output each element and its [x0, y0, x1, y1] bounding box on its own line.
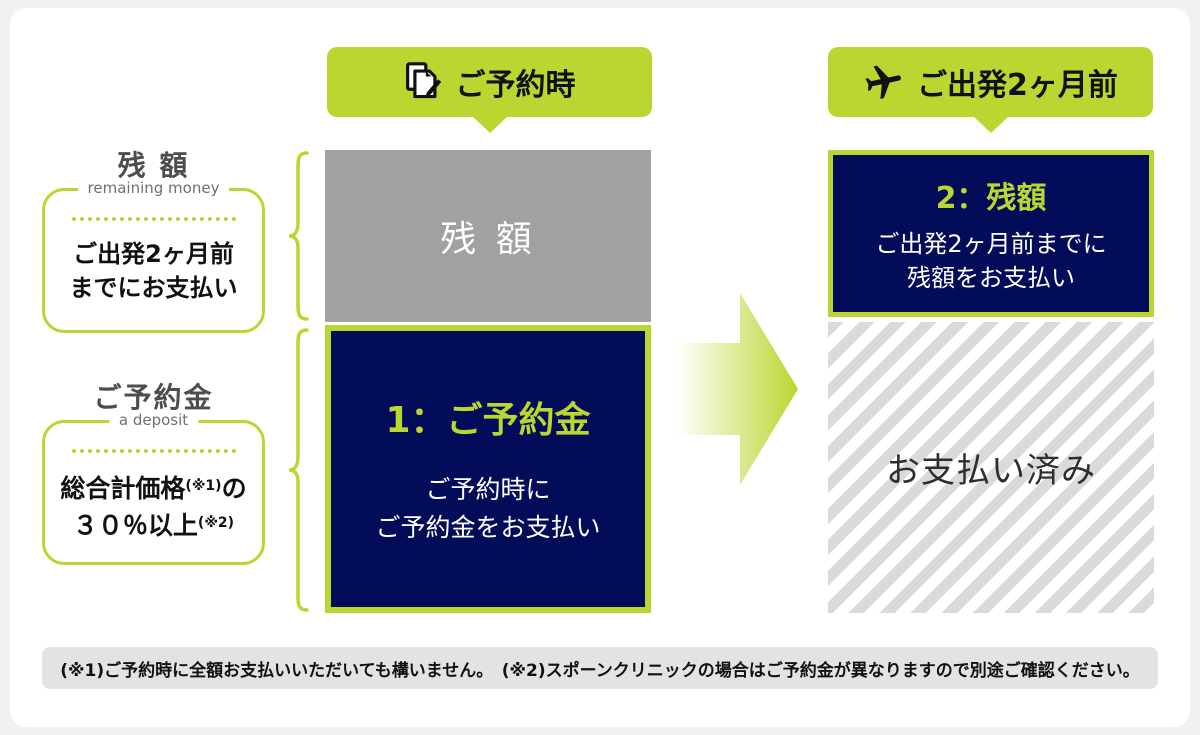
- right-arrow-icon: [676, 293, 798, 485]
- deposit-segment-body: ご予約時に ご予約金をお支払い: [375, 471, 600, 547]
- deposit-note: ご予約金 a deposit 総合計価格(※1)の ３０％以上(※2): [42, 376, 265, 565]
- balance-box-title: 2：残額: [935, 180, 1047, 216]
- booking-time-header-label: ご予約時: [455, 68, 576, 103]
- departure-header-label: ご出発2ヶ月前: [917, 68, 1118, 103]
- footnote-text: (※1)ご予約時に全額お支払いいただいても構いません。 (※2)スポーンクリニッ…: [60, 660, 1140, 681]
- remaining-money-note: 残 額 remaining money ご出発2ヶ月前 までにお支払い: [42, 144, 265, 333]
- already-paid-label: お支払い済み: [886, 451, 1096, 491]
- remaining-balance-label: 残 額: [440, 219, 536, 260]
- already-paid-box: お支払い済み: [828, 322, 1154, 613]
- dotted-divider: [71, 449, 236, 453]
- deposit-segment: 1：ご予約金 ご予約時に ご予約金をお支払い: [325, 325, 651, 613]
- balance-box-body: ご出発2ヶ月前までに 残額をお支払い: [875, 227, 1106, 295]
- deposit-note-subtitle: a deposit: [108, 411, 199, 429]
- deposit-brace: [288, 328, 309, 612]
- deposit-note-body: 総合計価格(※1)の ３０％以上(※2): [45, 469, 262, 543]
- deposit-segment-line2: ご予約金をお支払い: [375, 513, 601, 542]
- deposit-segment-line1: ご予約時に: [425, 475, 551, 504]
- deposit-segment-title: 1：ご予約金: [385, 400, 591, 441]
- balance-box-line2: 残額をお支払い: [907, 263, 1075, 292]
- footnote-bar: (※1)ご予約時に全額お支払いいただいても構いません。 (※2)スポーンクリニッ…: [42, 647, 1158, 689]
- deposit-note-title: ご予約金: [93, 381, 214, 414]
- dotted-divider: [71, 217, 236, 221]
- deposit-note-line2: ３０％以上(※2): [72, 511, 235, 540]
- remaining-brace: [288, 151, 309, 321]
- airplane-icon: [865, 65, 902, 99]
- remaining-note-line1: ご出発2ヶ月前: [73, 240, 234, 268]
- remaining-note-box: remaining money ご出発2ヶ月前 までにお支払い: [42, 179, 265, 333]
- remaining-note-line2: までにお支払い: [69, 274, 238, 302]
- footnote-ref-2: (※2): [197, 515, 235, 531]
- document-pen-icon: [405, 62, 441, 99]
- balance-payment-box: 2：残額 ご出発2ヶ月前までに 残額をお支払い: [828, 150, 1154, 317]
- booking-time-header: ご予約時: [327, 47, 652, 117]
- footnote-ref-1: (※1): [185, 478, 222, 494]
- balance-box-line1: ご出発2ヶ月前までに: [875, 229, 1107, 258]
- remaining-note-subtitle: remaining money: [77, 179, 230, 197]
- remaining-note-title: 残 額: [117, 149, 190, 182]
- remaining-note-body: ご出発2ヶ月前 までにお支払い: [45, 237, 262, 305]
- deposit-note-box: a deposit 総合計価格(※1)の ３０％以上(※2): [42, 411, 265, 565]
- remaining-balance-segment: 残 額: [325, 150, 651, 322]
- deposit-note-line1: 総合計価格(※1)の: [60, 474, 247, 503]
- departure-header: ご出発2ヶ月前: [828, 47, 1153, 117]
